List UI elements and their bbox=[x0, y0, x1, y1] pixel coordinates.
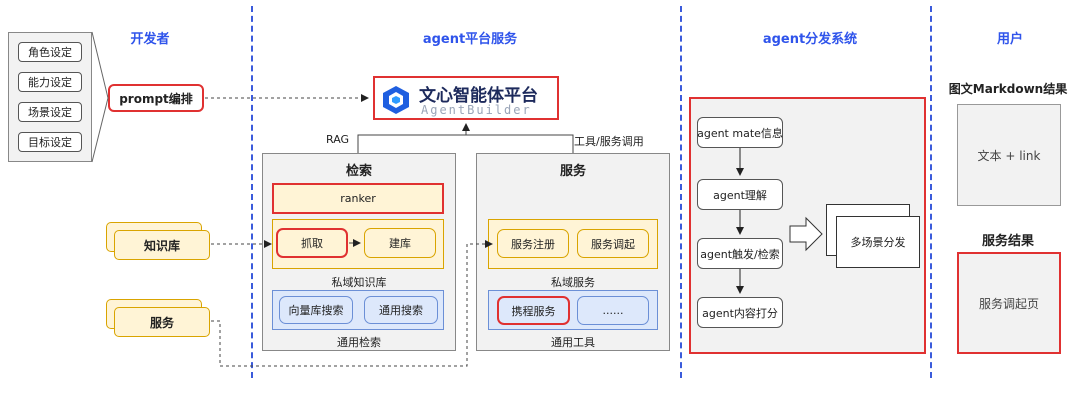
tools-call-label: 工具/服务调用 bbox=[574, 135, 644, 148]
agent-understand-box[interactable]: agent理解 bbox=[697, 179, 783, 210]
brand-box: 文心智能体平台 AgentBuilder bbox=[373, 76, 559, 120]
more-tools-box[interactable]: ...... bbox=[577, 296, 649, 325]
vector-search-box[interactable]: 向量库搜索 bbox=[279, 296, 353, 324]
lane-divider bbox=[251, 6, 253, 378]
private-services-caption: 私域服务 bbox=[551, 276, 595, 289]
rag-connector bbox=[357, 134, 466, 153]
general-search-box[interactable]: 通用搜索 bbox=[364, 296, 438, 324]
lane-title-user: 用户 bbox=[996, 32, 1023, 47]
lane-title-developer: 开发者 bbox=[130, 32, 170, 47]
ranker-box[interactable]: ranker bbox=[272, 183, 444, 214]
brand-subtitle: AgentBuilder bbox=[421, 103, 532, 117]
build-index-box[interactable]: 建库 bbox=[364, 228, 436, 258]
role-setting[interactable]: 角色设定 bbox=[18, 42, 82, 62]
grab-box[interactable]: 抓取 bbox=[276, 228, 348, 258]
scene-setting[interactable]: 场景设定 bbox=[18, 102, 82, 122]
agent-meta-box[interactable]: agent mate信息 bbox=[697, 117, 783, 148]
lane-title-platform: agent平台服务 bbox=[422, 32, 518, 47]
services-title: 服务 bbox=[559, 164, 586, 179]
agentbuilder-logo-icon bbox=[383, 86, 409, 114]
general-search-caption: 通用检索 bbox=[337, 336, 381, 349]
rag-label: RAG bbox=[326, 133, 350, 146]
agent-trigger-box[interactable]: agent触发/检索 bbox=[697, 238, 783, 269]
ability-setting[interactable]: 能力设定 bbox=[18, 72, 82, 92]
goal-setting[interactable]: 目标设定 bbox=[18, 132, 82, 152]
prompt-orchestration-box[interactable]: prompt编排 bbox=[108, 84, 204, 112]
retrieval-title: 检索 bbox=[345, 164, 372, 179]
service-invoke-box[interactable]: 服务调起 bbox=[577, 229, 649, 258]
multi-scene-distribution-box[interactable]: 多场景分发 bbox=[836, 216, 920, 268]
tools-connector bbox=[466, 134, 574, 153]
agent-scoring-box[interactable]: agent内容打分 bbox=[697, 297, 783, 328]
general-tools-caption: 通用工具 bbox=[551, 336, 595, 349]
service-register-box[interactable]: 服务注册 bbox=[497, 229, 569, 258]
graphic-result-title: 图文Markdown结果 bbox=[948, 82, 1068, 96]
brand-title: 文心智能体平台 bbox=[419, 86, 538, 106]
lane-title-distribution: agent分发系统 bbox=[762, 32, 858, 47]
knowledge-base-box[interactable]: 知识库 bbox=[114, 230, 210, 260]
lane-divider bbox=[680, 6, 682, 378]
private-kb-caption: 私域知识库 bbox=[331, 276, 387, 289]
lane-divider bbox=[930, 6, 932, 378]
service-box[interactable]: 服务 bbox=[114, 307, 210, 337]
service-result-title: 服务结果 bbox=[981, 234, 1034, 249]
service-result-box[interactable]: 服务调起页 bbox=[957, 252, 1061, 354]
ctrip-service-box[interactable]: 携程服务 bbox=[497, 296, 570, 325]
settings-bracket bbox=[91, 31, 109, 163]
graphic-result-box[interactable]: 文本 + link bbox=[957, 104, 1061, 206]
